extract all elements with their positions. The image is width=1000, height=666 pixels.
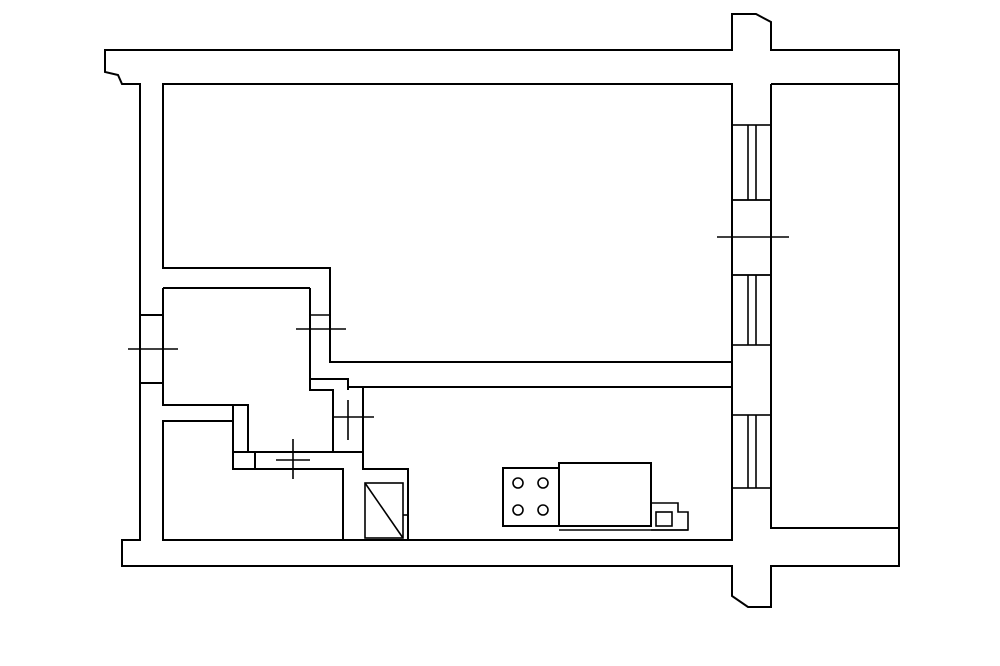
- bathroom: [162, 288, 334, 453]
- hallway-walls: [140, 287, 733, 388]
- door-balcony: [717, 199, 789, 276]
- partition-walls: [333, 387, 409, 540]
- toilet: [162, 420, 344, 541]
- burner-3: [512, 504, 524, 516]
- stove: [502, 467, 560, 527]
- door-kitchen: [333, 400, 374, 440]
- sink: [651, 502, 689, 531]
- burner-1: [512, 477, 524, 489]
- burner-2: [537, 477, 549, 489]
- window-2: [731, 274, 772, 346]
- living-room: [162, 83, 733, 363]
- window-3: [731, 414, 772, 489]
- burner-4: [537, 504, 549, 516]
- kitchen-counter: [558, 462, 688, 531]
- door-living-room: [296, 314, 346, 330]
- shower-tray: [364, 482, 408, 539]
- door-toilet: [276, 439, 310, 479]
- balcony: [731, 83, 899, 540]
- window-1: [731, 124, 772, 201]
